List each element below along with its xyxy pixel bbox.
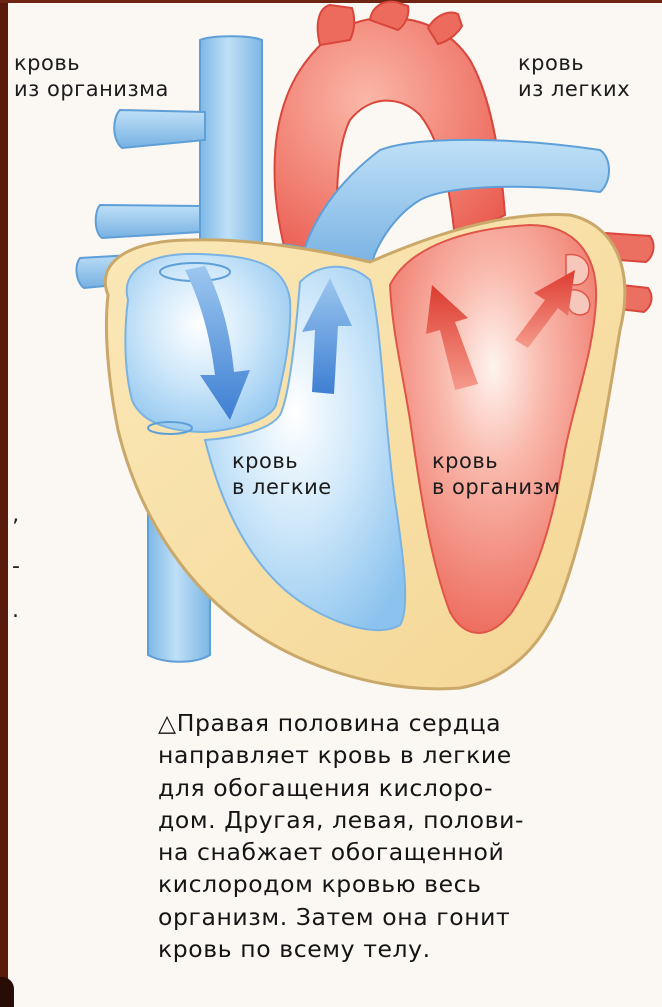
label-blood-to-lungs: кровь в легкие [232, 448, 332, 500]
caption-line: △Правая половина сердца [158, 707, 658, 739]
caption-text: △Правая половина сердца направляет кровь… [158, 707, 658, 965]
label-line: кровь [14, 50, 169, 76]
label-line: кровь [232, 448, 332, 474]
label-blood-to-body: кровь в организм [432, 448, 561, 500]
page-frame-corner [0, 977, 14, 1007]
label-line: из организма [14, 76, 169, 102]
caption-line: дом. Другая, левая, полови- [158, 804, 658, 836]
label-line: из легких [518, 76, 630, 102]
triangle-icon: △ [158, 709, 177, 737]
label-blood-from-body: кровь из организма [14, 50, 169, 102]
caption-line: организм. Затем она гонит [158, 901, 658, 933]
caption-line: на снабжает обогащенной [158, 836, 658, 868]
label-line: в легкие [232, 474, 332, 500]
caption-line: кровь по всему телу. [158, 933, 658, 965]
caption-line: для обогащения кислоро- [158, 772, 658, 804]
margin-mark: - [12, 556, 20, 578]
margin-mark: ’ [12, 518, 19, 540]
label-blood-from-lungs: кровь из легких [518, 50, 630, 102]
label-line: в организм [432, 474, 561, 500]
heart-diagram [0, 0, 662, 700]
label-line: кровь [518, 50, 630, 76]
caption-line: кислородом кровью весь [158, 868, 658, 900]
label-line: кровь [432, 448, 561, 474]
caption-line: направляет кровь в легкие [158, 739, 658, 771]
margin-mark: . [12, 600, 19, 622]
